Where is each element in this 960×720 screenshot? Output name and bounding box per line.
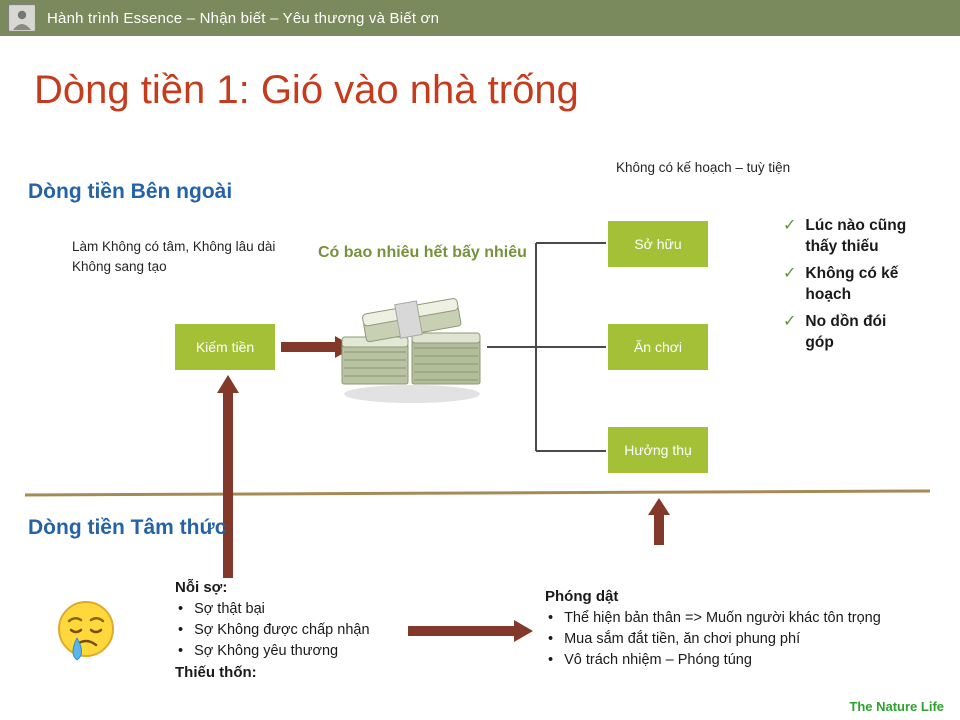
bullet-icon: • bbox=[548, 630, 554, 647]
bullet-icon: • bbox=[178, 600, 184, 617]
fear-item-text: Sợ Không yêu thương bbox=[194, 642, 339, 659]
indulgence-item: • Thể hiện bản thân => Muốn người khác t… bbox=[545, 608, 893, 629]
box-so-huu: Sở hữu bbox=[608, 221, 708, 267]
crying-face-icon bbox=[58, 601, 114, 661]
fear-item-text: Sợ Không được chấp nhận bbox=[194, 621, 370, 638]
note-work-line2: Không sang tạo bbox=[72, 259, 167, 275]
indulgence-item-text: Mua sắm đắt tiền, ăn chơi phung phí bbox=[564, 630, 801, 647]
fear-item: • Sợ Không được chấp nhận bbox=[175, 620, 425, 641]
box-huong-thu: Hưởng thụ bbox=[608, 427, 708, 473]
money-caption: Có bao nhiêu hết bấy nhiêu bbox=[318, 244, 527, 261]
slide-title: Dòng tiền 1: Gió vào nhà trống bbox=[34, 68, 579, 112]
note-no-plan: Không có kế hoạch – tuỳ tiện bbox=[616, 160, 791, 175]
checklist-item-text: No dồn đói góp bbox=[805, 312, 887, 351]
checklist-item: ✓ No dồn đói góp bbox=[783, 312, 941, 354]
section-heading-mindset: Dòng tiền Tâm thức bbox=[28, 516, 227, 539]
checklist-item-text: Lúc nào cũng thấy thiếu bbox=[805, 217, 907, 255]
arrow-up-to-earn bbox=[217, 375, 239, 578]
bullet-icon: • bbox=[548, 651, 554, 668]
checklist-item: ✓ Không có kế hoạch bbox=[783, 264, 941, 306]
branch-connectors bbox=[487, 242, 606, 452]
section-heading-external: Dòng tiền Bên ngoài bbox=[28, 180, 233, 203]
bullet-icon: • bbox=[178, 621, 184, 638]
footer-brand: The Nature Life bbox=[849, 699, 944, 714]
fear-item: • Sợ Không yêu thương bbox=[175, 641, 425, 662]
fear-block: Nỗi sợ: • Sợ thật bại • Sợ Không được ch… bbox=[175, 577, 425, 684]
fear-footer: Thiếu thốn: bbox=[175, 663, 257, 681]
indulgence-item: • Mua sắm đắt tiền, ăn chơi phung phí bbox=[545, 629, 893, 650]
check-icon: ✓ bbox=[783, 264, 797, 282]
shortage-checklist: ✓ Lúc nào cũng thấy thiếu ✓ Không có kế … bbox=[783, 216, 941, 360]
indulgence-item-text: Thể hiện bản thân => Muốn người khác tôn… bbox=[564, 609, 881, 626]
money-stack-icon bbox=[341, 298, 481, 403]
arrow-fear-to-indulgence bbox=[408, 620, 533, 642]
check-icon: ✓ bbox=[783, 217, 797, 234]
divider-line bbox=[24, 489, 931, 497]
note-work-attitude: Làm Không có tâm, Không lâu dài Không sa… bbox=[72, 237, 275, 278]
arrow-up-short bbox=[648, 498, 670, 545]
note-work-line1: Làm Không có tâm, Không lâu dài bbox=[72, 239, 276, 254]
logo-thumbnail bbox=[8, 4, 36, 32]
indulgence-item-text: Vô trách nhiệm – Phóng túng bbox=[564, 651, 752, 668]
money-stack-image bbox=[336, 282, 488, 406]
fear-item: • Sợ thật bại bbox=[175, 599, 425, 620]
crying-face-emoji bbox=[57, 600, 115, 668]
fear-item-text: Sợ thật bại bbox=[194, 600, 265, 617]
indulgence-item: • Vô trách nhiệm – Phóng túng bbox=[545, 650, 893, 671]
check-icon: ✓ bbox=[783, 312, 797, 330]
bullet-icon: • bbox=[178, 642, 184, 659]
fear-title: Nỗi sợ: bbox=[175, 579, 228, 596]
indulgence-block: Phóng dật • Thể hiện bản thân => Muốn ng… bbox=[545, 586, 893, 671]
indulgence-title: Phóng dật bbox=[545, 588, 619, 605]
box-kiem-tien: Kiếm tiền bbox=[175, 324, 275, 370]
bullet-icon: • bbox=[548, 609, 554, 626]
person-photo-icon bbox=[10, 6, 34, 30]
checklist-item: ✓ Lúc nào cũng thấy thiếu bbox=[783, 216, 941, 258]
box-an-choi: Ăn chơi bbox=[608, 324, 708, 370]
checklist-item-text: Không có kế hoạch bbox=[805, 264, 899, 303]
header-title: Hành trình Essence – Nhận biết – Yêu thư… bbox=[47, 9, 440, 27]
header-bar: Hành trình Essence – Nhận biết – Yêu thư… bbox=[0, 0, 960, 36]
